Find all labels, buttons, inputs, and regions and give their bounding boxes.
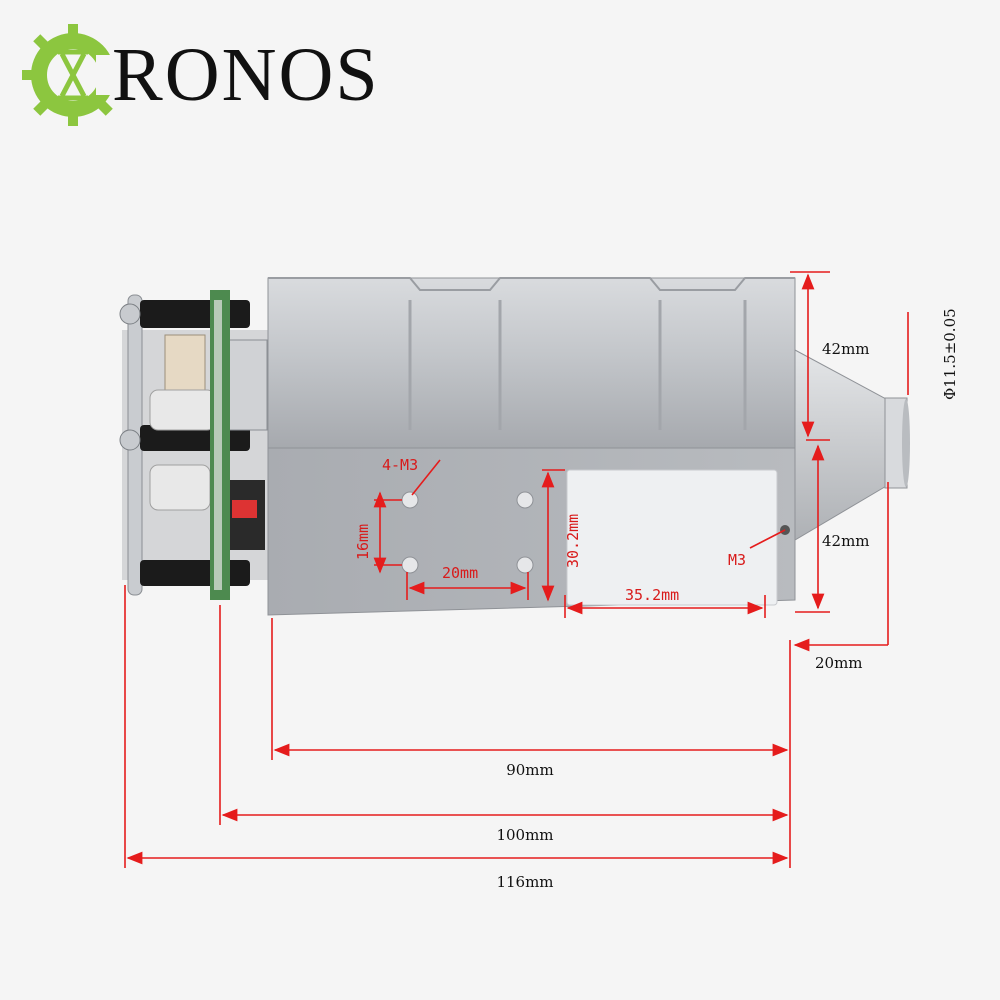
length-90-label: 90mm: [506, 761, 554, 779]
side-hole-label: M3: [728, 551, 746, 569]
nozzle-cone: [794, 349, 910, 541]
hole-spacing-vertical-label: 16mm: [354, 524, 372, 560]
mount-hole: [516, 491, 534, 509]
cronos-gear-logo-icon: [22, 24, 128, 126]
nozzle-length-label: 20mm: [815, 654, 863, 672]
holes-label: 4-M3: [382, 456, 418, 474]
nozzle-diameter-label: Φ11.5±0.05: [941, 308, 959, 400]
length-116-label: 116mm: [496, 873, 553, 891]
height-top-label: 42mm: [822, 340, 870, 358]
height-bottom-label: 42mm: [822, 532, 870, 550]
aluminum-body: [267, 277, 796, 616]
mount-hole: [516, 556, 534, 574]
mount-hole: [401, 491, 419, 509]
plate-width-label: 35.2mm: [625, 586, 679, 604]
dimension-lines: [124, 271, 909, 868]
length-100-label: 100mm: [496, 826, 553, 844]
rear-electronics: [119, 290, 272, 600]
mount-hole: [401, 556, 419, 574]
hole-spacing-horizontal-label: 20mm: [442, 564, 478, 582]
brand-name: RONOS: [112, 33, 380, 117]
plate-height-label: 30.2mm: [564, 514, 582, 568]
